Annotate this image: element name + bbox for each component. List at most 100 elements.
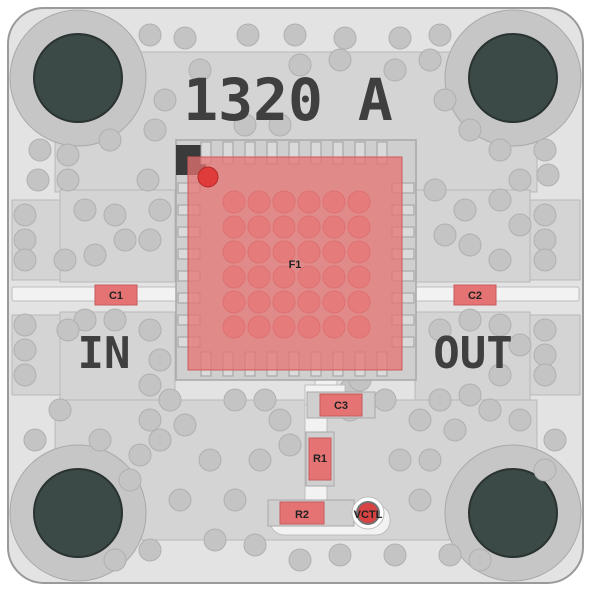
via xyxy=(13,203,37,227)
via xyxy=(533,203,557,227)
via xyxy=(98,128,122,152)
via xyxy=(533,228,557,252)
via xyxy=(328,48,352,72)
via xyxy=(203,528,227,552)
via xyxy=(188,58,212,82)
via xyxy=(283,23,307,47)
via xyxy=(26,168,50,192)
via xyxy=(136,168,160,192)
via xyxy=(373,388,397,412)
via xyxy=(233,113,257,137)
via xyxy=(458,383,482,407)
via xyxy=(508,408,532,432)
via xyxy=(103,548,127,572)
c1-body xyxy=(94,284,138,306)
via xyxy=(333,26,357,50)
via xyxy=(268,113,292,137)
c3-body xyxy=(319,393,363,417)
via xyxy=(73,308,97,332)
via xyxy=(408,408,432,432)
ic-f1 xyxy=(187,156,403,371)
via xyxy=(458,233,482,257)
via xyxy=(458,118,482,142)
via xyxy=(83,243,107,267)
via xyxy=(153,88,177,112)
via xyxy=(458,308,482,332)
via xyxy=(533,138,557,162)
via xyxy=(428,23,452,47)
ref-r1: R1 xyxy=(313,453,327,465)
via xyxy=(418,448,442,472)
via xyxy=(138,538,162,562)
via xyxy=(128,443,152,467)
via xyxy=(73,198,97,222)
via xyxy=(103,308,127,332)
via xyxy=(56,143,80,167)
via xyxy=(28,138,52,162)
via xyxy=(488,138,512,162)
via xyxy=(173,26,197,50)
via xyxy=(543,428,567,452)
via xyxy=(148,198,172,222)
via xyxy=(118,468,142,492)
via xyxy=(158,388,182,412)
via xyxy=(383,543,407,567)
via xyxy=(508,333,532,357)
via xyxy=(533,363,557,387)
via xyxy=(533,343,557,367)
via xyxy=(236,23,260,47)
ref-c1: C1 xyxy=(109,290,123,302)
via xyxy=(148,428,172,452)
via xyxy=(198,448,222,472)
via xyxy=(103,203,127,227)
via xyxy=(13,313,37,337)
via xyxy=(468,548,492,572)
r2-body xyxy=(279,501,325,525)
component-overlays xyxy=(94,156,497,530)
via xyxy=(88,428,112,452)
ref-c2: C2 xyxy=(468,290,482,302)
via xyxy=(248,448,272,472)
via xyxy=(488,363,512,387)
via xyxy=(453,198,477,222)
via xyxy=(138,23,162,47)
via xyxy=(488,188,512,212)
c2-body xyxy=(453,284,497,306)
via xyxy=(438,543,462,567)
via xyxy=(388,448,412,472)
via xyxy=(23,428,47,452)
via xyxy=(173,413,197,437)
mounting-holes xyxy=(9,9,582,582)
vctl-pad xyxy=(356,501,380,525)
via xyxy=(138,373,162,397)
via xyxy=(533,458,557,482)
via xyxy=(508,213,532,237)
output-label: OUT xyxy=(433,328,512,379)
ref-c3: C3 xyxy=(334,400,348,412)
via xyxy=(536,163,560,187)
via xyxy=(433,223,457,247)
via xyxy=(138,408,162,432)
via xyxy=(13,338,37,362)
r1-body xyxy=(308,437,332,481)
via-field xyxy=(13,23,567,572)
via xyxy=(383,58,407,82)
via xyxy=(143,118,167,142)
via xyxy=(13,228,37,252)
via xyxy=(288,53,312,77)
via xyxy=(428,388,452,412)
via xyxy=(433,88,457,112)
via xyxy=(533,318,557,342)
via xyxy=(48,398,72,422)
via xyxy=(423,178,447,202)
via xyxy=(223,388,247,412)
ref-vctl: VCTL xyxy=(354,509,383,521)
via xyxy=(443,418,467,442)
via xyxy=(223,488,247,512)
via xyxy=(488,248,512,272)
via xyxy=(56,318,80,342)
part-number-label: 1320 A xyxy=(183,66,393,134)
ref-f1: F1 xyxy=(289,259,302,271)
via xyxy=(13,363,37,387)
